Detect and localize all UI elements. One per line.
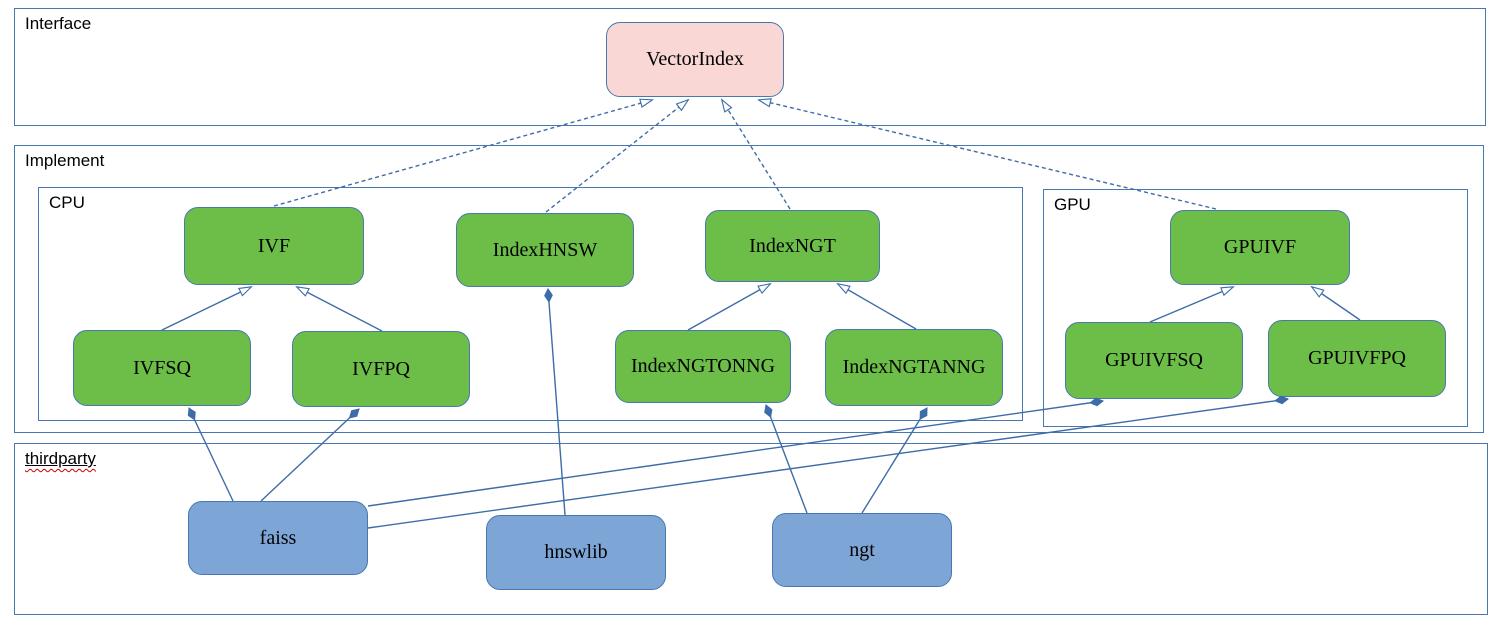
node-gpuivfsq-label: GPUIVFSQ — [1105, 349, 1203, 371]
node-indexngt[interactable]: IndexNGT — [705, 210, 880, 282]
node-ivfsq[interactable]: IVFSQ — [73, 330, 251, 406]
node-ivfpq-label: IVFPQ — [352, 357, 410, 380]
node-gpuivfsq[interactable]: GPUIVFSQ — [1065, 322, 1243, 399]
node-indexngt-label: IndexNGT — [749, 234, 836, 257]
node-indexngtonng-label: IndexNGTONNG — [630, 355, 776, 377]
node-ngt-label: ngt — [849, 538, 875, 561]
node-gpuivfpq[interactable]: GPUIVFPQ — [1268, 320, 1446, 397]
node-vectorindex-label: VectorIndex — [646, 48, 744, 70]
node-indexngtonng[interactable]: IndexNGTONNG — [615, 330, 791, 403]
node-ngt[interactable]: ngt — [772, 513, 952, 587]
section-thirdparty-label: thirdparty — [25, 449, 96, 469]
node-gpuivfpq-label: GPUIVFPQ — [1308, 347, 1406, 369]
section-cpu-label: CPU — [49, 193, 85, 212]
node-indexhnsw-label: IndexHNSW — [492, 238, 598, 261]
node-hnswlib[interactable]: hnswlib — [486, 515, 666, 590]
node-gpuivf[interactable]: GPUIVF — [1170, 210, 1350, 285]
node-gpuivf-label: GPUIVF — [1223, 236, 1297, 258]
node-ivf[interactable]: IVF — [184, 207, 364, 285]
section-thirdparty-label-text: thirdparty — [25, 449, 96, 468]
node-indexngtanng-label: IndexNGTANNG — [842, 356, 986, 378]
node-indexhnsw[interactable]: IndexHNSW — [456, 213, 634, 287]
node-hnswlib-label: hnswlib — [544, 541, 608, 563]
section-interface-label: Interface — [25, 14, 92, 33]
node-ivfsq-label: IVFSQ — [133, 356, 191, 379]
node-faiss[interactable]: faiss — [188, 501, 368, 575]
node-ivf-label: IVF — [257, 234, 291, 257]
node-vectorindex[interactable]: VectorIndex — [606, 22, 784, 97]
section-implement-label: Implement — [25, 151, 105, 170]
node-ivfpq[interactable]: IVFPQ — [292, 331, 470, 407]
section-gpu-label: GPU — [1054, 195, 1091, 214]
node-indexngtanng[interactable]: IndexNGTANNG — [825, 329, 1003, 406]
node-faiss-label: faiss — [259, 526, 297, 549]
